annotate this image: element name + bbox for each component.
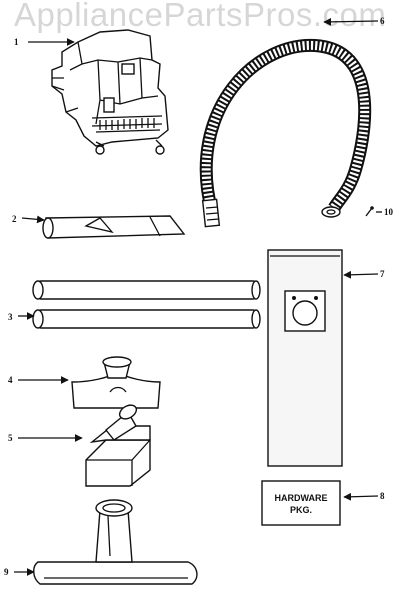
leader-lines — [14, 17, 382, 576]
watermark: AppliancePartsPros.com — [14, 0, 387, 33]
callout-9: 9 — [4, 567, 9, 577]
part-5-dusting-brush[interactable] — [85, 402, 151, 487]
part-10-screw[interactable] — [365, 206, 374, 217]
hardware-label-line2: PKG. — [290, 505, 312, 515]
callout-7: 7 — [380, 269, 385, 279]
callout-6: 6 — [380, 16, 385, 26]
part-6-hose[interactable] — [199, 38, 372, 228]
callout-10: 10 — [384, 207, 394, 217]
hardware-label-line1: HARDWARE — [275, 493, 328, 503]
callout-5: 5 — [8, 433, 13, 443]
part-9-floor-tool[interactable] — [33, 499, 198, 585]
part-8-hardware-package[interactable]: HARDWARE PKG. — [261, 480, 341, 526]
part-4-upholstery-tool[interactable] — [71, 356, 161, 409]
part-2-crevice-tool[interactable] — [42, 215, 186, 239]
callout-3: 3 — [8, 312, 13, 322]
callout-8: 8 — [380, 491, 385, 501]
callout-2: 2 — [12, 214, 17, 224]
callout-1: 1 — [14, 37, 19, 47]
callout-4: 4 — [8, 375, 13, 385]
part-3-wands[interactable] — [32, 280, 261, 329]
part-7-filter-bag[interactable] — [267, 249, 343, 467]
part-1-frame[interactable] — [51, 29, 169, 155]
